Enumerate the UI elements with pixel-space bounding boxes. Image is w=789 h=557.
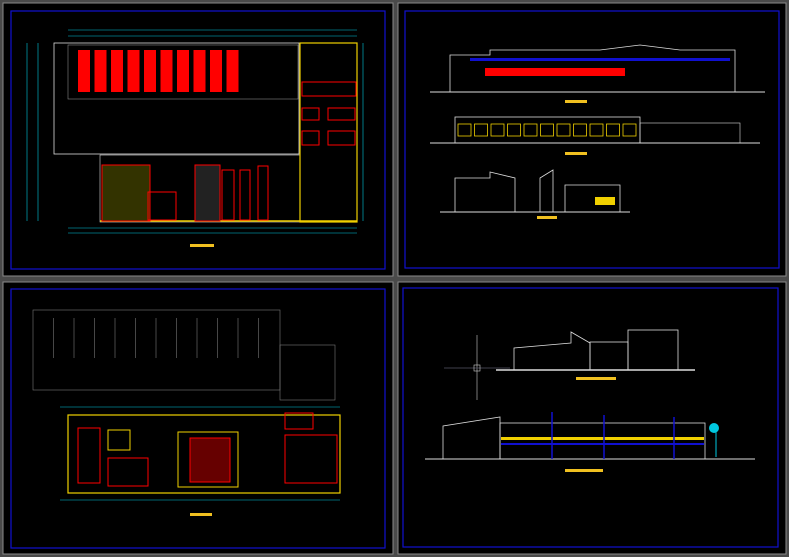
sheet-frame — [404, 10, 780, 269]
room — [177, 431, 239, 488]
red-room — [226, 50, 239, 92]
wall-outline — [279, 344, 336, 401]
bay-group — [457, 123, 637, 137]
furniture — [327, 130, 356, 146]
red-room — [144, 50, 156, 92]
building-profile — [449, 44, 736, 92]
vehicle — [595, 197, 615, 205]
structure-outline — [299, 42, 358, 223]
building-profile — [639, 122, 741, 144]
red-room — [160, 50, 173, 92]
furniture — [301, 81, 357, 97]
red-room-group — [78, 50, 239, 92]
bay — [573, 123, 587, 137]
viewport-floor-plan-lower[interactable] — [2, 281, 394, 555]
furniture — [327, 107, 356, 121]
parking-stall-group — [53, 318, 259, 358]
structure-outline — [67, 414, 341, 494]
red-room — [94, 50, 107, 92]
bay — [589, 123, 604, 137]
viewport-border — [397, 281, 787, 555]
building-profile — [627, 329, 679, 371]
elevation-drawing — [430, 44, 765, 219]
viewport-floor-plan-upper[interactable] — [2, 2, 394, 277]
furniture — [77, 427, 101, 484]
furniture — [301, 130, 320, 146]
ucs-icon — [473, 364, 481, 372]
drawing-title — [190, 513, 212, 516]
red-room — [111, 50, 123, 92]
bay — [457, 123, 472, 137]
furniture — [194, 164, 221, 222]
bay — [540, 123, 554, 137]
tree-icon — [709, 423, 719, 433]
bay — [523, 123, 538, 137]
elevation-detail — [485, 68, 625, 76]
red-room — [177, 50, 189, 92]
drawing-title — [537, 216, 557, 219]
bay — [606, 123, 620, 137]
wall-outline — [53, 42, 300, 155]
drawing-title — [565, 100, 587, 103]
red-room — [127, 50, 140, 92]
bay — [507, 123, 521, 137]
sheet-frame — [10, 288, 386, 549]
furniture — [284, 412, 314, 430]
drawing-title — [565, 152, 587, 155]
room — [107, 429, 131, 451]
viewport-border — [397, 2, 787, 277]
drawing-title — [565, 469, 603, 472]
bay — [474, 123, 488, 137]
furniture — [221, 169, 235, 221]
bay — [490, 123, 505, 137]
sheet-frame — [10, 10, 386, 270]
section-profile — [564, 184, 621, 212]
furniture — [239, 169, 251, 221]
viewport-elevations-sections[interactable] — [397, 2, 787, 277]
elevation-drawing — [425, 329, 755, 472]
bay — [556, 123, 571, 137]
bay — [622, 123, 637, 137]
plan-drawing — [32, 309, 341, 516]
viewport-border — [2, 2, 394, 277]
furniture — [284, 434, 338, 484]
plan-drawing — [26, 29, 364, 247]
seating — [189, 437, 231, 483]
drawing-title — [190, 244, 214, 247]
red-room — [193, 50, 206, 92]
furniture — [107, 457, 149, 487]
elevation-detail — [501, 443, 704, 445]
elevation-detail — [470, 58, 730, 61]
sheet-frame — [402, 287, 779, 548]
furniture — [301, 107, 320, 121]
building-profile — [499, 422, 706, 460]
section-profile — [454, 171, 516, 212]
red-room — [78, 50, 90, 92]
section-profile — [539, 169, 554, 212]
furniture — [101, 164, 151, 222]
drawing-title — [576, 377, 616, 380]
viewport-elevations-front[interactable] — [397, 281, 787, 555]
balcony-rail — [501, 437, 704, 440]
furniture — [147, 191, 177, 221]
furniture — [257, 165, 269, 221]
red-room — [210, 50, 222, 92]
wall-outline — [67, 44, 299, 100]
